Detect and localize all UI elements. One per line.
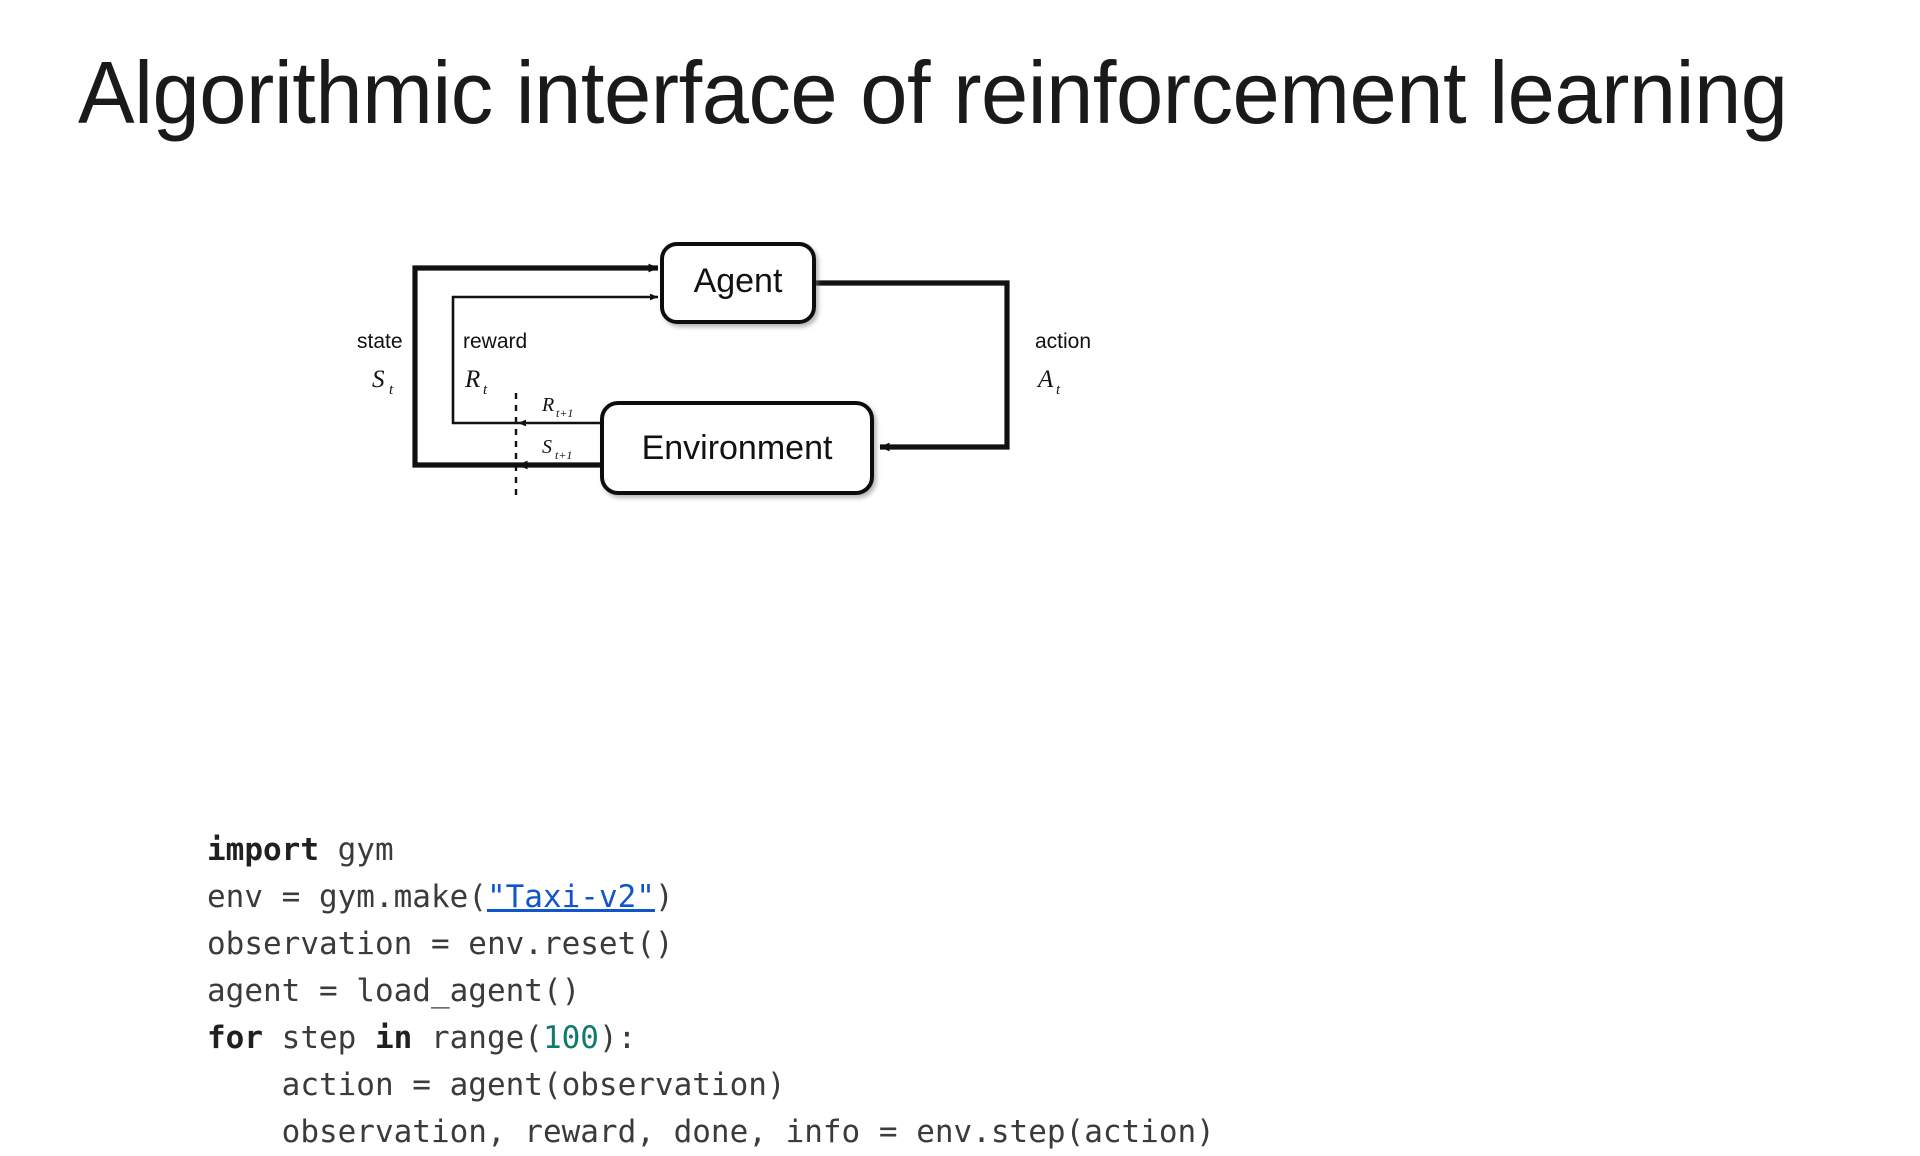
label-reward: reward R t: [463, 330, 527, 398]
code-text: observation, reward, done, info = env.st…: [207, 1114, 1215, 1150]
label-next-state-subscript: t+1: [555, 448, 572, 462]
code-text: step: [263, 1020, 375, 1056]
node-environment-label: Environment: [642, 429, 833, 467]
code-env-id-link[interactable]: "Taxi-v2": [486, 879, 655, 915]
code-line: env = gym.make("Taxi-v2"): [207, 874, 1215, 921]
code-text: gym: [318, 832, 394, 868]
code-line: action = agent(observation): [207, 1062, 1215, 1109]
code-line: agent = load_agent(): [207, 968, 1215, 1015]
code-keyword: import: [207, 832, 319, 868]
code-text: env = gym.make(: [207, 879, 487, 915]
node-environment: Environment: [600, 401, 874, 495]
edge-reward: [451, 293, 658, 425]
agent-environment-diagram: Agent Environment state S t reward R t: [357, 215, 1150, 525]
code-line: import gym: [207, 827, 1215, 874]
code-line: for step in range(100):: [207, 1015, 1215, 1062]
label-reward-symbol: R: [464, 366, 480, 393]
label-action-subscript: t: [1056, 382, 1061, 398]
page-title: Algorithmic interface of reinforcement l…: [78, 43, 1788, 142]
code-text: range(: [412, 1020, 543, 1056]
label-reward-text: reward: [463, 330, 527, 353]
label-state: state S t: [357, 330, 403, 398]
label-state-text: state: [357, 330, 403, 353]
code-text: observation = env.reset(): [207, 926, 674, 962]
code-line: observation, reward, done, info = env.st…: [207, 1109, 1215, 1156]
edge-state: [412, 263, 659, 468]
code-text: ): [654, 879, 674, 915]
code-text: action = agent(observation): [207, 1067, 786, 1103]
label-next-reward-symbol: R: [541, 394, 554, 416]
slide-canvas: Algorithmic interface of reinforcement l…: [78, 43, 1789, 1150]
label-action: action A t: [1035, 330, 1091, 398]
label-action-text: action: [1035, 330, 1091, 353]
label-state-subscript: t: [389, 382, 394, 398]
label-reward-subscript: t: [483, 382, 488, 398]
code-number: 100: [542, 1020, 599, 1056]
node-agent-label: Agent: [694, 262, 783, 300]
code-keyword: for: [207, 1020, 263, 1056]
code-keyword: in: [374, 1020, 413, 1056]
code-text: agent = load_agent(): [207, 973, 581, 1009]
label-next-state-symbol: S: [542, 436, 552, 458]
code-text: ):: [598, 1020, 637, 1056]
label-next-reward-subscript: t+1: [556, 406, 573, 420]
edge-action: [814, 280, 1010, 452]
code-line: observation = env.reset(): [207, 921, 1215, 968]
label-next-reward: R t+1: [541, 394, 573, 420]
label-state-symbol: S: [372, 366, 385, 393]
label-action-symbol: A: [1036, 366, 1054, 393]
node-agent: Agent: [660, 242, 816, 324]
label-next-state: S t+1: [542, 436, 572, 462]
